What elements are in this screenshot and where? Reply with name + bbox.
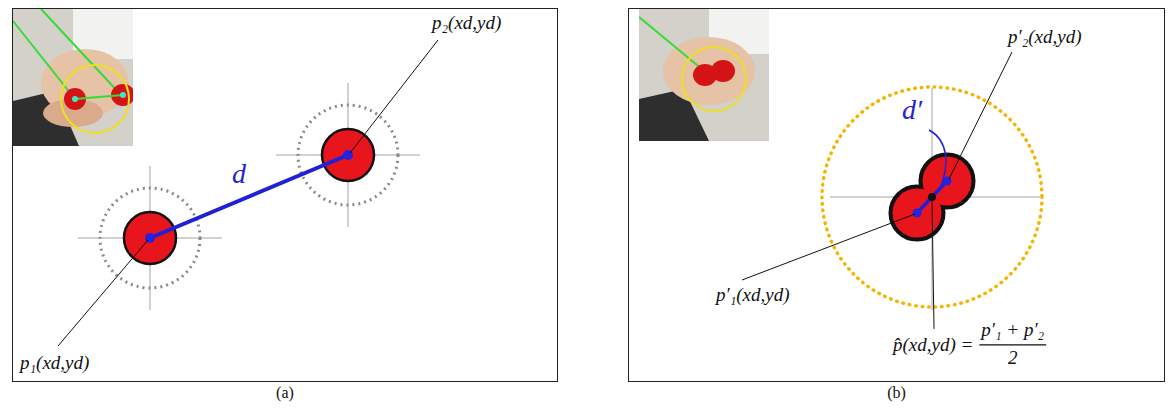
midpoint-dot — [928, 193, 936, 201]
leader-line — [350, 40, 438, 153]
photo-yellow-circle — [61, 65, 129, 133]
distance-line — [150, 155, 348, 238]
photo-green-line — [75, 95, 123, 99]
point-label: p₁(xd,yd) — [20, 352, 89, 374]
figure-panel: (a) — [12, 8, 558, 382]
fraction-denominator: 2 — [1008, 347, 1018, 369]
red-marker — [893, 189, 942, 238]
point-label: p₂(xd,yd) — [432, 12, 501, 34]
distance-label: d — [232, 158, 246, 190]
photo-background — [13, 9, 133, 146]
red-marker-outline — [891, 187, 943, 239]
red-marker — [322, 129, 374, 181]
search-radius-circle — [100, 188, 200, 288]
fraction-bar — [979, 344, 1046, 345]
point-label: p′₂(xd,yd) — [1008, 26, 1082, 48]
leader-line — [742, 214, 915, 280]
distance-callout-line — [929, 130, 946, 188]
midpoint-label: p̂(xd,yd) = — [893, 334, 973, 356]
figure-panel: (b) — [628, 8, 1165, 382]
leader-line — [58, 240, 148, 346]
panel-caption: (b) — [629, 384, 1164, 402]
center-dot — [913, 209, 922, 218]
photo-red-marker — [711, 60, 735, 82]
red-marker — [124, 212, 176, 264]
leader-line — [949, 52, 1012, 179]
point-label: p′₁(xd,yd) — [716, 284, 790, 306]
fraction-numerator: p′₁ + p′₂ — [981, 319, 1044, 341]
leader-line — [932, 200, 934, 329]
red-marker — [923, 157, 972, 206]
photo-background — [639, 9, 769, 141]
photo-center-dot — [72, 96, 78, 102]
panel-caption: (a) — [13, 384, 557, 402]
photo-center-dot — [120, 92, 126, 98]
photo-green-line — [13, 21, 75, 99]
search-radius-circle — [298, 105, 398, 205]
photo-green-line — [41, 9, 121, 95]
distance-label: d′ — [900, 94, 924, 126]
photo-yellow-circle — [682, 47, 746, 111]
red-marker-outline — [921, 155, 973, 207]
